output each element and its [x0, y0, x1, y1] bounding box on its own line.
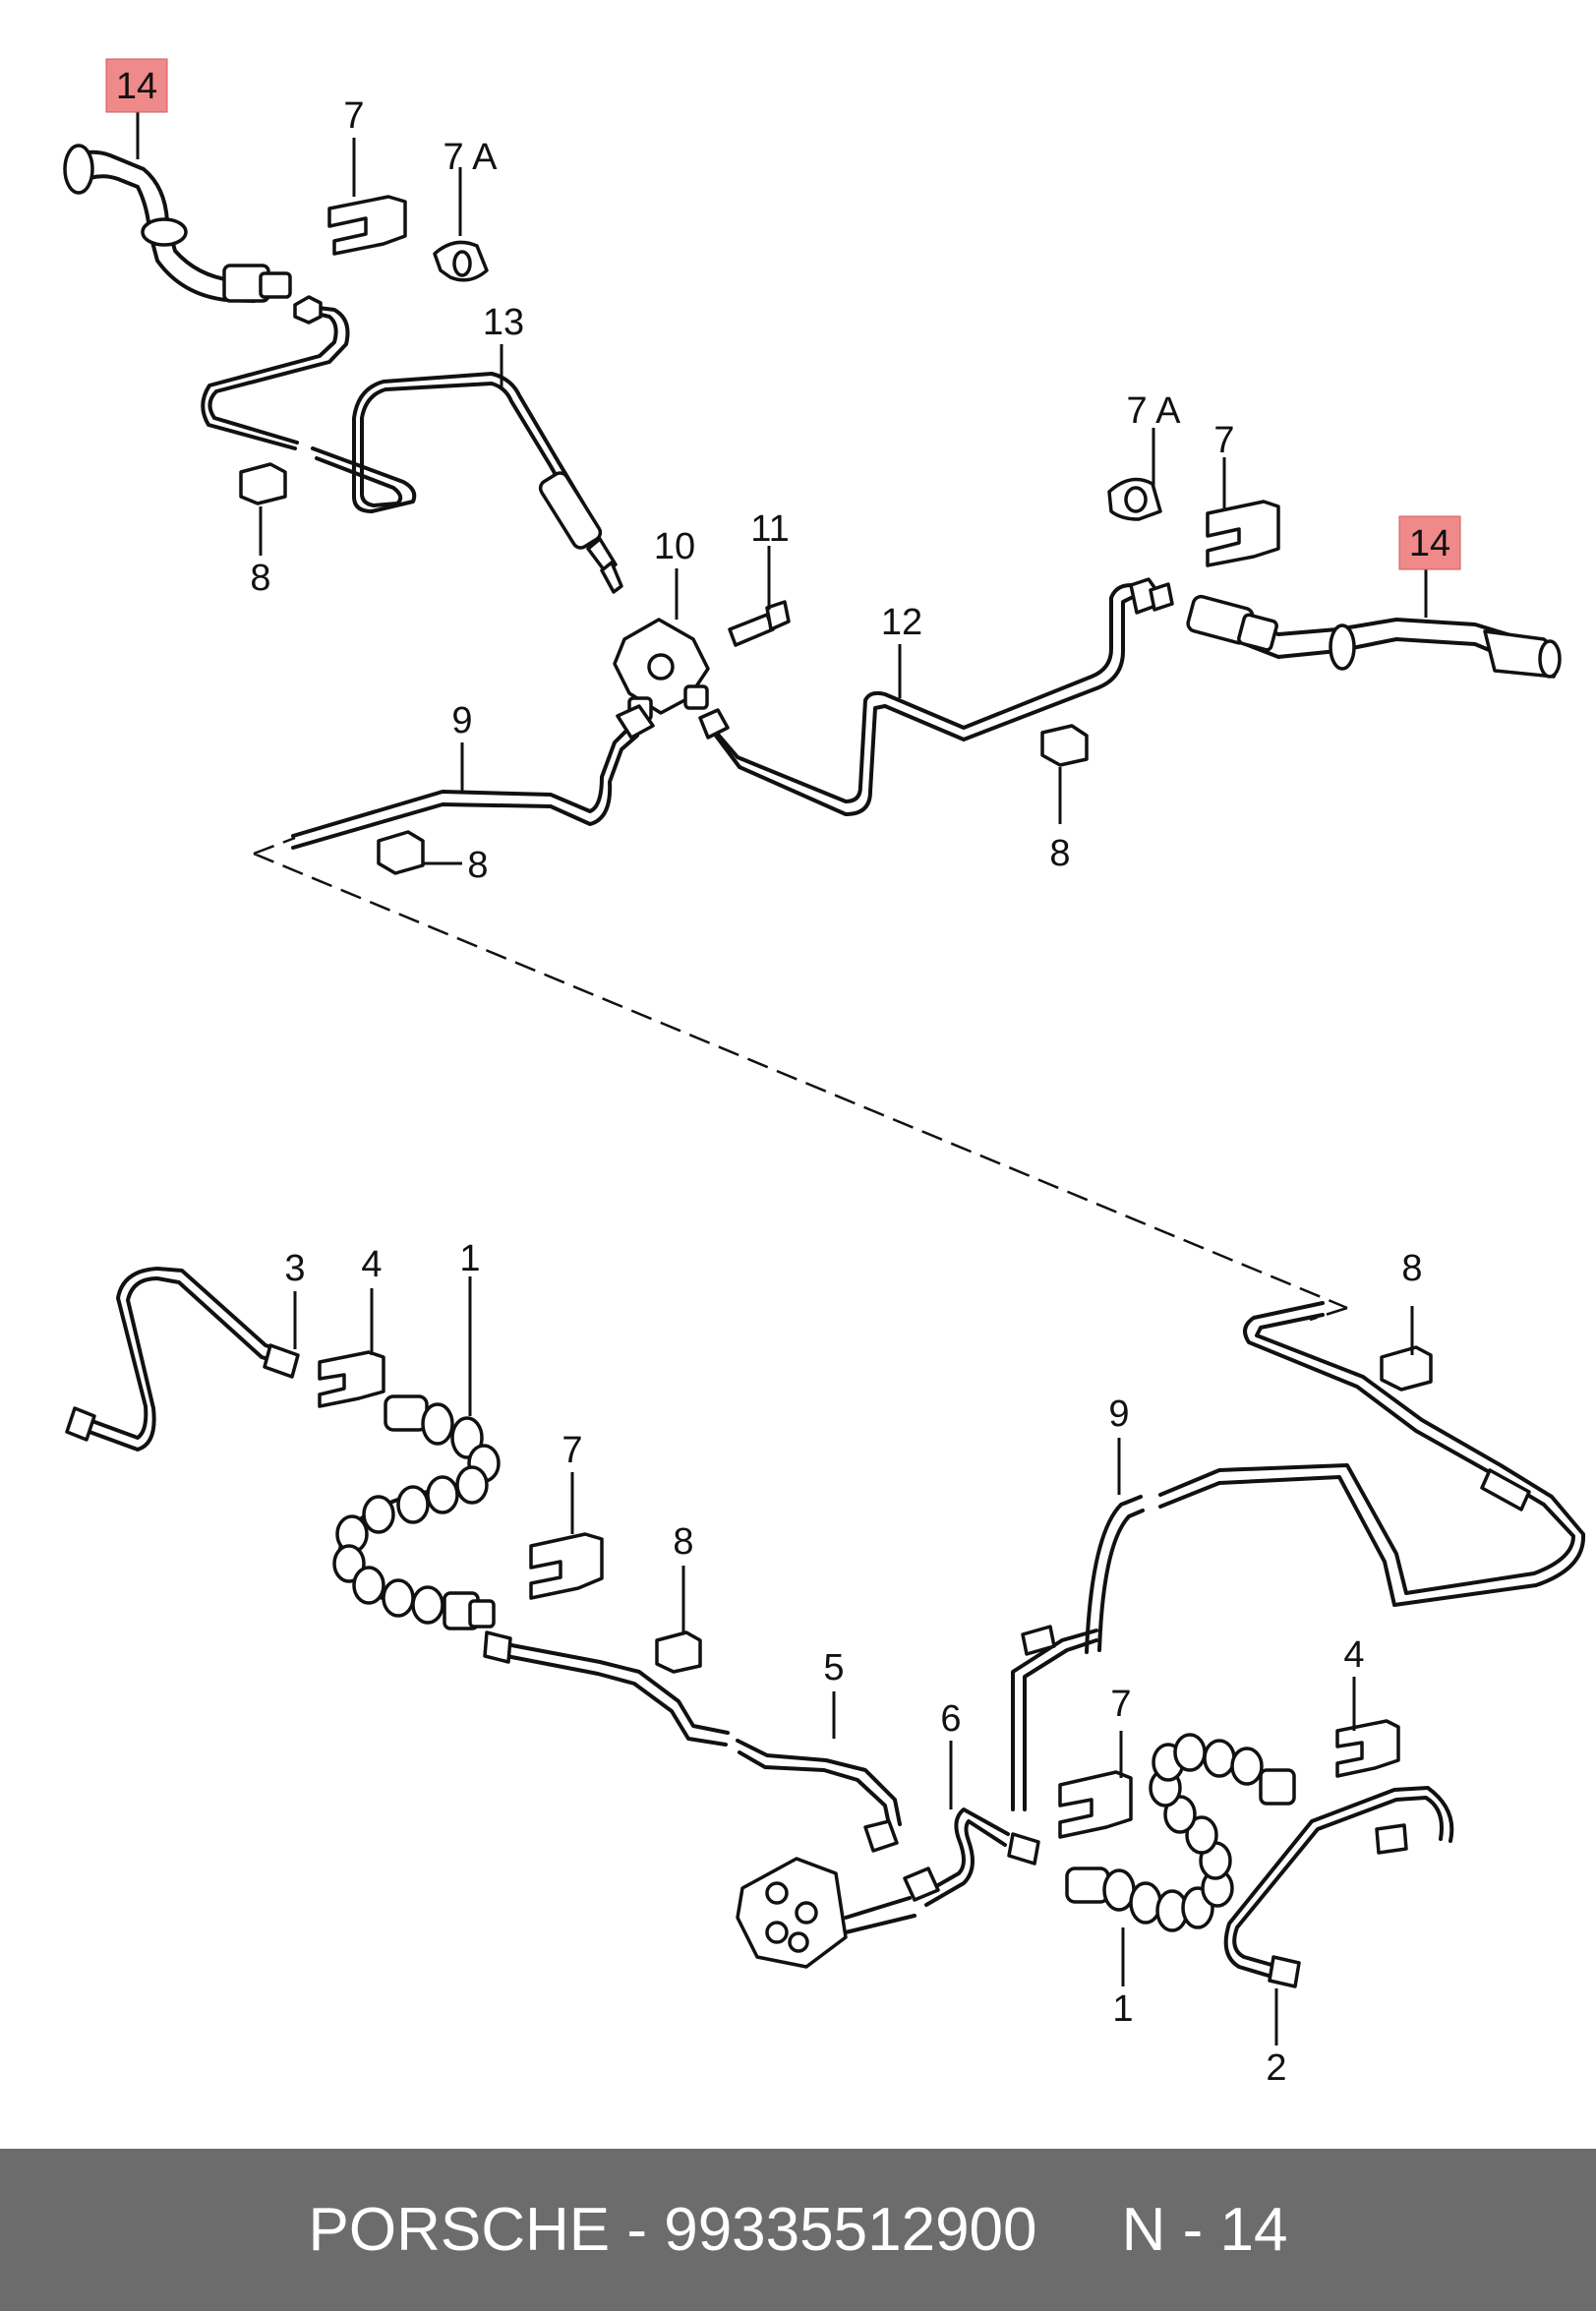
- part-14-brake-hose-left[interactable]: [63, 144, 292, 303]
- callout-4-lower-left[interactable]: 4: [361, 1244, 382, 1285]
- callout-labels: 14 7 7 A 13 8 10 11 12 9 8 7 A 7 14 8 3 …: [116, 66, 1450, 2089]
- part-4-clip-lower-left[interactable]: [318, 1350, 385, 1408]
- callout-12[interactable]: 12: [881, 602, 922, 643]
- part-1-brake-hose-lower-right[interactable]: [1065, 1733, 1296, 1932]
- callout-8-lower-center[interactable]: 8: [673, 1521, 693, 1563]
- callout-2[interactable]: 2: [1266, 2047, 1286, 2089]
- brake-line-exploded-diagram: 14 7 7 A 13 8 10 11 12 9 8 7 A 7 14 8 3 …: [63, 58, 1586, 2089]
- part-5-brake-pipe-to-master[interactable]: [483, 1630, 902, 1853]
- part-2-rear-brake-pipe[interactable]: [1223, 1786, 1454, 1988]
- callout-7-lower-center[interactable]: 7: [562, 1430, 582, 1471]
- callout-14-left[interactable]: 14: [116, 66, 157, 107]
- callout-5[interactable]: 5: [823, 1647, 844, 1689]
- part-7-bracket-upper-right[interactable]: [1206, 500, 1280, 567]
- callout-7-upper-left[interactable]: 7: [343, 95, 364, 137]
- part-14-brake-hose-right[interactable]: [1186, 594, 1562, 679]
- callout-3[interactable]: 3: [284, 1248, 305, 1289]
- callout-7-lower-right[interactable]: 7: [1110, 1684, 1131, 1725]
- part-12-right-brake-pipe[interactable]: [698, 577, 1174, 816]
- callout-8-mid-left[interactable]: 8: [467, 845, 488, 886]
- part-10-brake-distribution-block[interactable]: [613, 618, 710, 722]
- callout-9-upper[interactable]: 9: [451, 700, 472, 741]
- part-7-bracket-lower-right[interactable]: [1058, 1770, 1133, 1839]
- highlight-box-14-right: [1398, 515, 1461, 570]
- part-number-footer-bar: PORSCHE - 99335512900 N - 14: [0, 2149, 1596, 2311]
- callout-1-lower-left[interactable]: 1: [459, 1238, 480, 1279]
- part-7A-clip-upper-left[interactable]: [433, 240, 489, 282]
- part-9-lower-brake-pipe[interactable]: [1011, 1301, 1586, 1811]
- callout-14-right[interactable]: 14: [1409, 523, 1450, 564]
- callout-1-lower-right[interactable]: 1: [1112, 1988, 1133, 2030]
- part-8-clip-lower-right[interactable]: [1380, 1345, 1433, 1392]
- leader-lines: [136, 110, 1428, 2045]
- part-7-bracket-lower-center[interactable]: [529, 1532, 604, 1600]
- part-9-upper-brake-pipe[interactable]: [291, 704, 655, 850]
- highlight-box-14-left: [105, 58, 168, 113]
- part-1-brake-hose-lower-left[interactable]: [332, 1394, 501, 1630]
- part-8-clip-upper-right[interactable]: [1040, 724, 1089, 767]
- callout-10[interactable]: 10: [654, 526, 695, 567]
- callout-7A-upper-right[interactable]: 7 A: [1127, 390, 1182, 432]
- part-13-upper-left-brake-pipe[interactable]: [201, 295, 623, 594]
- part-11-mounting-bolt[interactable]: [728, 600, 791, 647]
- part-8-clip-mid-left[interactable]: [377, 830, 425, 875]
- callout-8-lower-right[interactable]: 8: [1401, 1248, 1422, 1289]
- part-4-clip-lower-right[interactable]: [1335, 1719, 1400, 1778]
- brake-master-cylinder-unit[interactable]: [736, 1857, 916, 1969]
- part-7-bracket-upper-left[interactable]: [327, 195, 407, 256]
- part-7A-clip-upper-right[interactable]: [1107, 477, 1162, 521]
- part-3-front-brake-pipe[interactable]: [65, 1267, 300, 1452]
- callout-6[interactable]: 6: [940, 1698, 961, 1740]
- callout-8-upper-right[interactable]: 8: [1049, 833, 1070, 874]
- part-8-clip-upper-left[interactable]: [239, 462, 287, 505]
- assembly-separator-line: [253, 836, 1348, 1322]
- callout-7A-upper-left[interactable]: 7 A: [443, 137, 499, 178]
- callout-13[interactable]: 13: [483, 302, 524, 343]
- callout-11[interactable]: 11: [750, 508, 789, 550]
- callout-9-lower[interactable]: 9: [1108, 1393, 1129, 1435]
- callout-7-upper-right[interactable]: 7: [1213, 420, 1234, 461]
- callout-4-lower-right[interactable]: 4: [1343, 1634, 1364, 1676]
- footer-part-reference: PORSCHE - 99335512900 N - 14: [308, 2196, 1288, 2264]
- part-8-clip-lower-center[interactable]: [655, 1630, 702, 1674]
- callout-8-upper-left[interactable]: 8: [250, 558, 270, 599]
- part-6-short-brake-pipe[interactable]: [903, 1807, 1040, 1907]
